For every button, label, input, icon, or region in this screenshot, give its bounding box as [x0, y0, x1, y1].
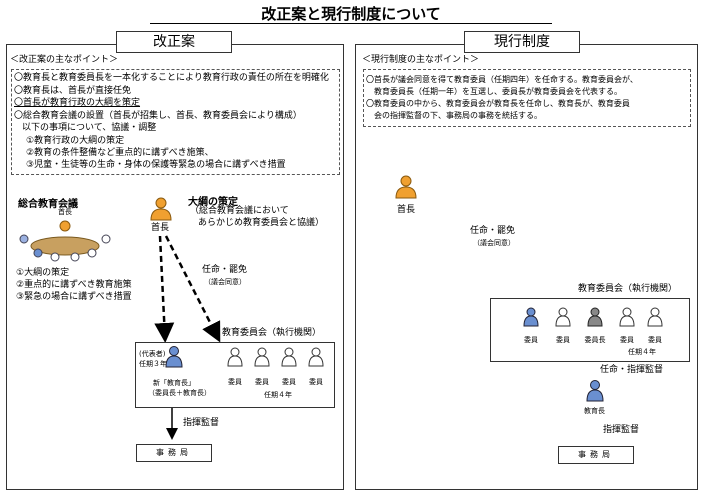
right-point-1: 〇首長が議会同意を得て教育委員（任期四年）を任命する。教育委員会が、 — [366, 75, 638, 84]
right-appoint-label: 任命・罷免 — [470, 226, 516, 236]
rep-label: (代表者) — [139, 350, 166, 358]
left-member-label: 委員 — [282, 378, 296, 386]
left-point-4: 〇総合教育会議の設置（首長が招集し、首長、教育委員会により構成） — [14, 111, 302, 121]
chair-icon — [587, 307, 603, 327]
right-office-box: 事務局 — [558, 446, 634, 464]
right-supervise-label: 指揮監督 — [603, 425, 640, 435]
right-chair-label: 委員長 — [584, 336, 606, 344]
new-head-icon — [165, 346, 183, 368]
right-member-label: 委員 — [556, 336, 570, 344]
council-illustration-icon — [19, 220, 111, 262]
left-member-label: 委員 — [228, 378, 242, 386]
left-point-6: ①教育行政の大綱の策定 — [26, 136, 125, 146]
right-tab: 現行制度 — [464, 31, 580, 53]
right-member-term: 任期４年 — [628, 348, 656, 356]
right-appoint-note: （議会同意） — [473, 239, 515, 247]
left-mayor-label: 首長 — [151, 223, 170, 233]
left-points-header: ＜改正案の主なポイント＞ — [10, 55, 119, 65]
left-member-label: 委員 — [309, 378, 323, 386]
right-member-label: 委員 — [524, 336, 538, 344]
right-head-label: 教育長 — [584, 407, 605, 415]
right-point-3: 〇教育委員の中から、教育委員会が教育長を任命し、教育長が、教育委員 — [366, 99, 630, 108]
rep-term: 任期３年 — [139, 360, 167, 368]
left-supervise-label: 指揮監督 — [183, 418, 220, 428]
left-appoint-note: （議会同意） — [204, 278, 246, 286]
taiko-note-1: （総合教育会議において — [190, 206, 289, 216]
council-head-label: 首長 — [58, 208, 72, 216]
left-member-term: 任期４年 — [264, 391, 292, 399]
page-title: 改正案と現行制度について — [261, 5, 441, 23]
new-head-1: 新「教育長」 — [153, 379, 195, 387]
member-icon — [254, 347, 270, 367]
member-icon — [227, 347, 243, 367]
taiko-title: 大綱の策定 — [188, 197, 238, 208]
left-point-2: 〇教育長は、首長が直接任免 — [14, 86, 132, 96]
council-item-3: ③緊急の場合に講ずべき措置 — [16, 292, 132, 302]
left-appoint-label: 任命・罷免 — [202, 265, 248, 275]
left-point-7: ②教育の条件整備など重点的に講ずべき施策、 — [26, 148, 214, 158]
right-appoint-sup: 任命・指揮監督 — [600, 365, 664, 375]
right-member-label: 委員 — [648, 336, 662, 344]
new-head-2: （委員長＋教育長） — [148, 389, 211, 397]
member-icon — [647, 307, 663, 327]
mayor-icon — [395, 175, 417, 199]
member-icon — [281, 347, 297, 367]
right-point-2: 教育委員長（任期一年）を互選し、委員長が教育委員会を代表する。 — [374, 87, 622, 96]
left-point-5: 以下の事項について、協議・調整 — [22, 123, 157, 133]
taiko-note-2: あらかじめ教育委員会と協議） — [198, 218, 325, 228]
left-member-label: 委員 — [255, 378, 269, 386]
right-board-title: 教育委員会（執行機関） — [578, 284, 678, 294]
title-underline — [150, 23, 552, 24]
council-item-1: ①大綱の策定 — [16, 268, 70, 278]
right-point-4: 会の指揮監督の下、事務局の事務を統括する。 — [374, 111, 542, 120]
left-office-box: 事務局 — [136, 444, 212, 462]
member-icon — [619, 307, 635, 327]
left-point-8: ③児童・生徒等の生命・身体の保護等緊急の場合に講ずべき措置 — [26, 160, 286, 170]
member-icon — [523, 307, 539, 327]
council-title: 総合教育会議 — [18, 199, 78, 210]
left-board-title: 教育委員会（執行機関） — [222, 328, 322, 338]
mayor-icon — [150, 197, 172, 221]
right-points-box — [363, 69, 691, 127]
right-points-header: ＜現行制度の主なポイント＞ — [362, 55, 480, 65]
council-item-2: ②重点的に講ずべき教育施策 — [16, 280, 132, 290]
left-point-3: 〇首長が教育行政の大綱を策定 — [14, 98, 141, 108]
left-tab: 改正案 — [116, 31, 232, 53]
member-icon — [308, 347, 324, 367]
left-points-box — [11, 69, 340, 175]
left-point-1: 〇教育長と教育委員長を一本化することにより教育行政の責任の所在を明確化 — [14, 73, 329, 83]
head-icon — [586, 380, 604, 402]
right-panel — [355, 44, 698, 490]
right-mayor-label: 首長 — [397, 205, 416, 215]
right-member-label: 委員 — [620, 336, 634, 344]
member-icon — [555, 307, 571, 327]
